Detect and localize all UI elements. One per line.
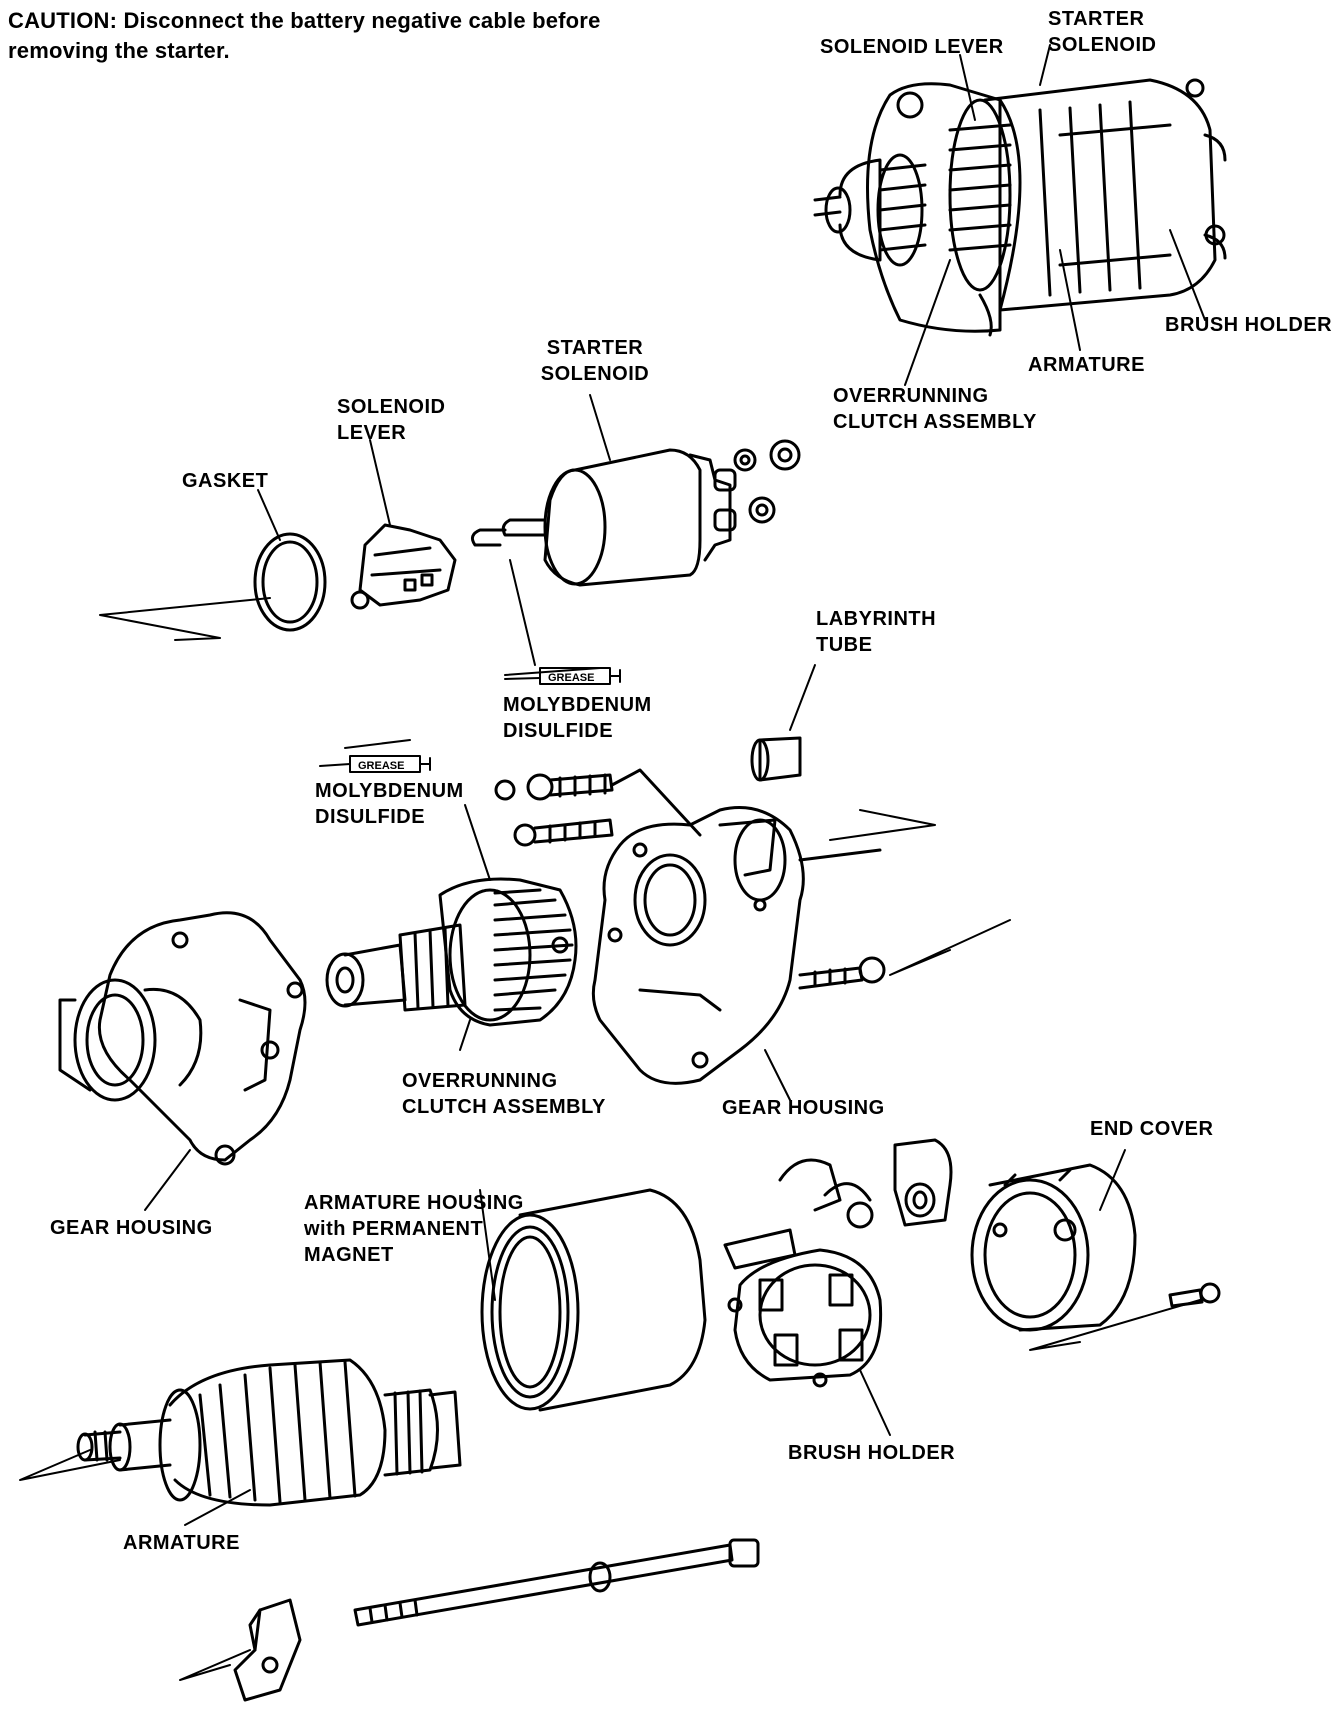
label-moly-2: MOLYBDENUM DISULFIDE — [315, 780, 464, 828]
solenoid-nuts — [733, 439, 801, 524]
label-starter-solenoid-mid: STARTER SOLENOID — [540, 337, 650, 385]
label-overrunning-clutch-mid: OVERRUNNING CLUTCH ASSEMBLY — [402, 1070, 606, 1118]
caution-note: CAUTION: Disconnect the battery negative… — [8, 8, 601, 63]
label-solenoid-lever-mid: SOLENOID LEVER — [337, 396, 446, 444]
label-armature-housing: ARMATURE HOUSING with PERMANENT MAGNET — [304, 1192, 524, 1266]
gear-housing-right-part — [591, 806, 882, 1085]
label-labyrinth-tube: LABYRINTH TUBE — [816, 608, 937, 656]
housing-bolts — [494, 768, 702, 847]
gear-housing-bolt — [798, 956, 886, 990]
armature-part — [76, 1358, 462, 1507]
gear-housing-left-part — [58, 911, 307, 1166]
label-moly-1: MOLYBDENUM DISULFIDE — [503, 694, 652, 742]
gasket-part — [253, 532, 327, 632]
grease-label-2: GREASE — [358, 760, 404, 772]
solenoid-lever-part — [350, 523, 457, 610]
mounting-bracket-part — [233, 1598, 302, 1702]
label-gasket: GASKET — [182, 470, 269, 492]
label-gear-housing-right: GEAR HOUSING — [722, 1097, 885, 1119]
grease-tube-2: GREASE — [319, 739, 431, 773]
brush-holder-part — [723, 1158, 883, 1388]
brush-clip-part — [893, 1138, 953, 1227]
end-cover-part — [970, 1163, 1137, 1332]
label-gear-housing-left: GEAR HOUSING — [50, 1217, 213, 1239]
assembled-starter — [813, 78, 1227, 337]
end-cover-screw — [1168, 1282, 1221, 1308]
label-brush-holder-bottom: BRUSH HOLDER — [788, 1442, 956, 1464]
leader-lines-mid — [144, 394, 1126, 1526]
label-armature-top: ARMATURE — [1028, 354, 1145, 376]
label-starter-solenoid-top: STARTER SOLENOID — [1048, 8, 1157, 56]
label-brush-holder-top: BRUSH HOLDER — [1165, 314, 1333, 336]
label-armature-bottom: ARMATURE — [123, 1532, 240, 1554]
overrunning-clutch-part — [325, 877, 578, 1027]
label-solenoid-lever-top: SOLENOID LEVER — [820, 36, 1004, 58]
labyrinth-tube-part — [750, 736, 802, 782]
grease-label-1: GREASE — [548, 672, 594, 684]
armature-housing-part — [480, 1188, 707, 1412]
label-overrunning-clutch-top: OVERRUNNING CLUTCH ASSEMBLY — [833, 385, 1037, 433]
grease-tube-1: GREASE — [504, 667, 621, 685]
leader-lines-top — [904, 44, 1206, 386]
through-bolt-part — [353, 1538, 760, 1627]
starter-solenoid-part — [470, 448, 737, 587]
label-end-cover: END COVER — [1090, 1118, 1214, 1140]
direction-arrows — [19, 597, 1201, 1681]
